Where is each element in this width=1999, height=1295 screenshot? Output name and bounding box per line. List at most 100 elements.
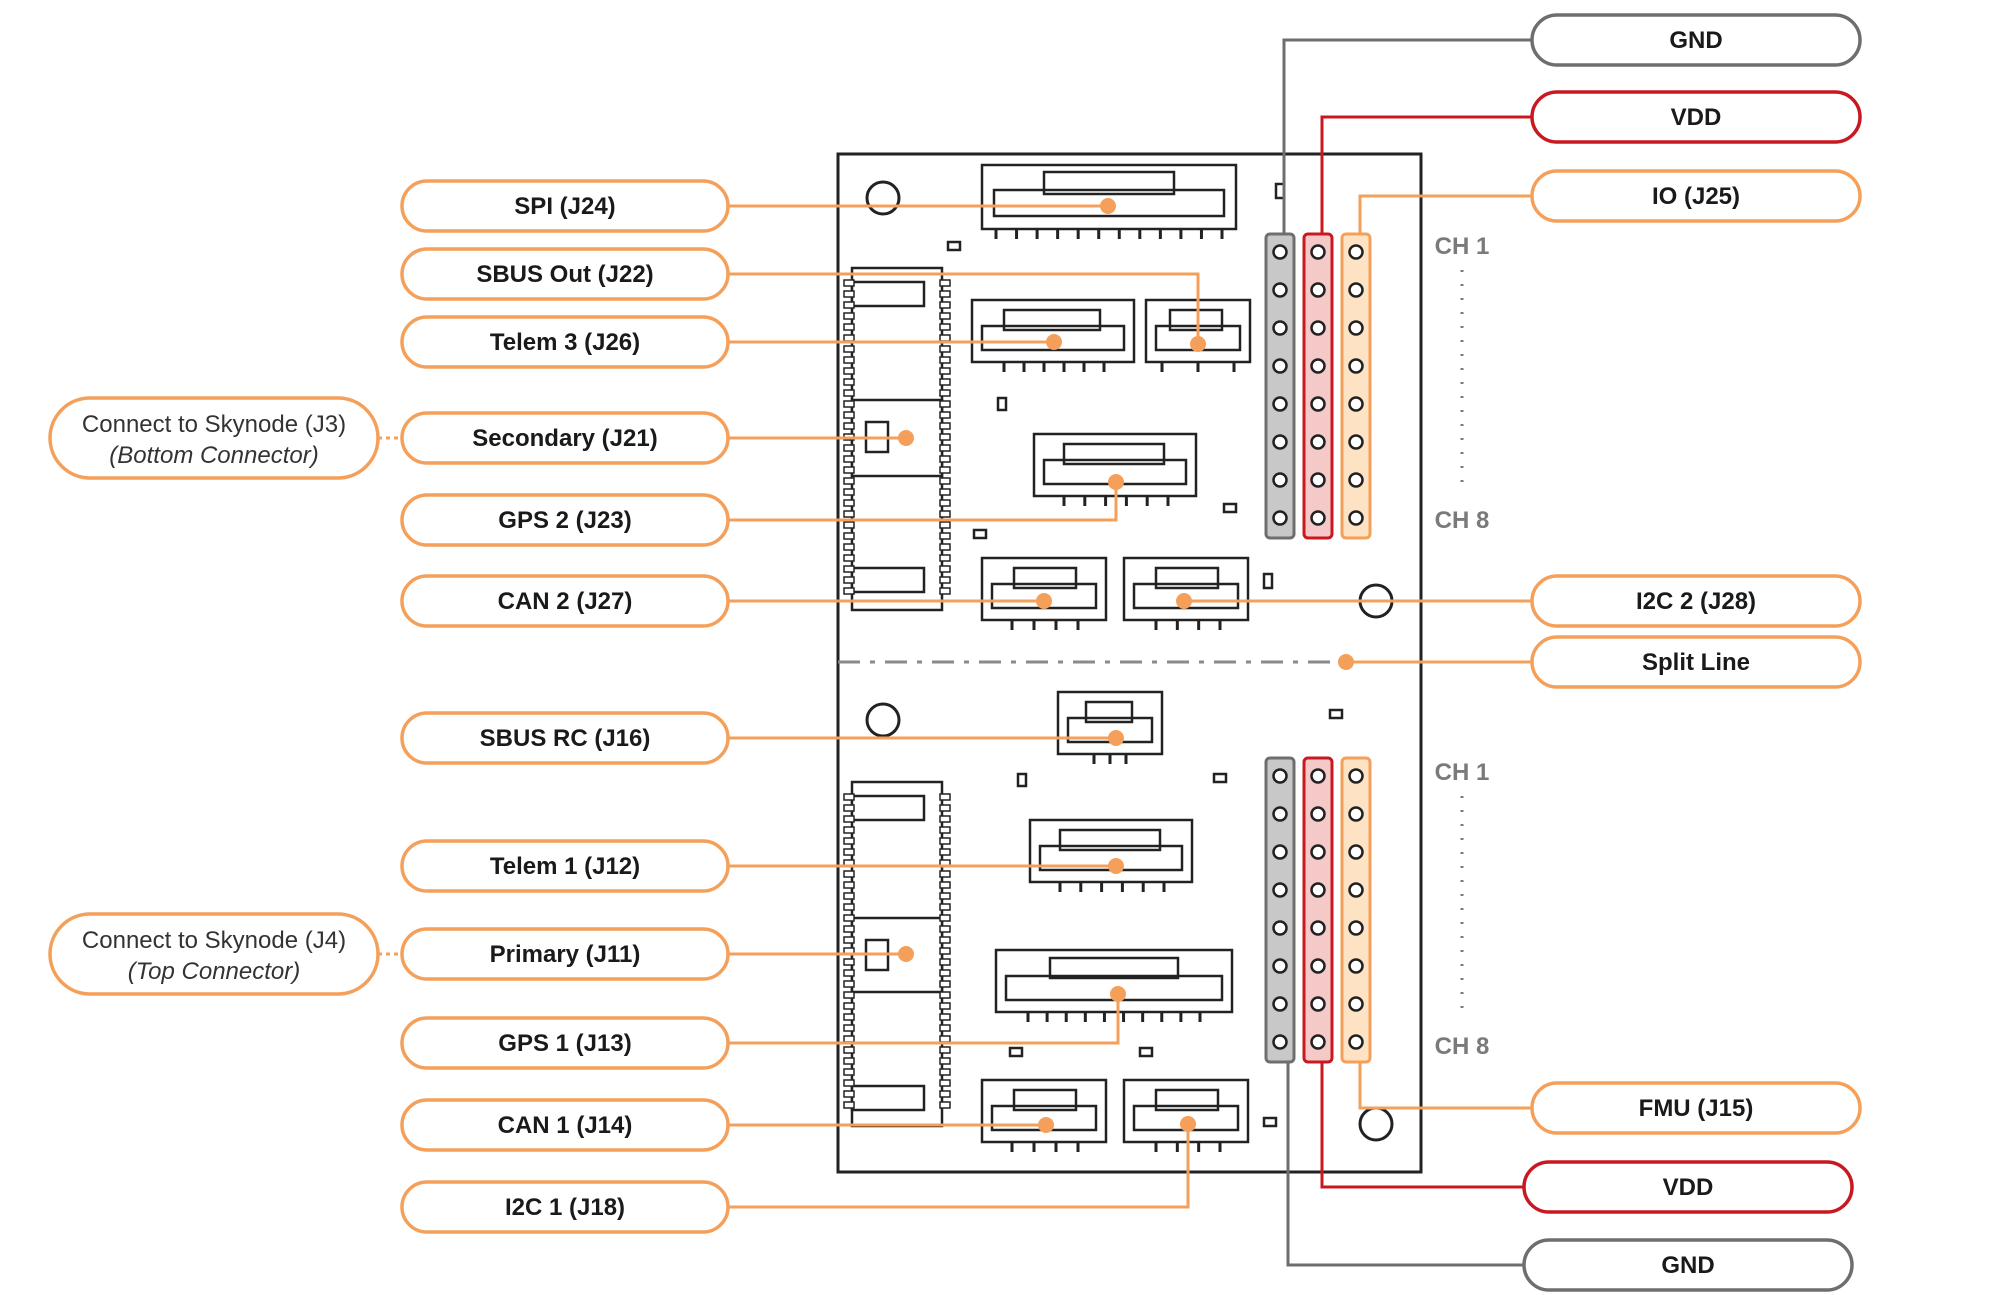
svg-text:I2C 1 (J18): I2C 1 (J18) [505, 1194, 625, 1221]
header-pin [1272, 358, 1288, 374]
connector-pin [939, 444, 951, 452]
connector-pin [843, 554, 855, 562]
mounting-hole-bottom-right [1358, 1106, 1394, 1142]
connector-j28 [1122, 556, 1250, 622]
header-pin [1348, 396, 1364, 412]
connector-pin [843, 1046, 855, 1054]
connector-pin [843, 991, 855, 999]
label-can1-j14: CAN 1 (J14) [400, 1098, 730, 1152]
svg-text:Connect to Skynode (J4): Connect to Skynode (J4) [82, 927, 346, 954]
connector-pin [843, 793, 855, 801]
connector-pin [939, 826, 951, 834]
header-pin [1310, 320, 1326, 336]
leader-gnd-top [1282, 38, 1532, 234]
svg-text:SPI (J24): SPI (J24) [514, 193, 615, 220]
label-gps1-j13: GPS 1 (J13) [400, 1016, 730, 1070]
connector-pin [843, 1057, 855, 1065]
header-pin [1310, 768, 1326, 784]
connector-pin [939, 870, 951, 878]
connector-pin [939, 848, 951, 856]
connector-pin [939, 1013, 951, 1021]
connector-pin [843, 521, 855, 529]
connector-pin [939, 532, 951, 540]
label-vdd-top: VDD [1530, 90, 1862, 144]
connector-j16 [1056, 690, 1164, 756]
label-gnd-top: GND [1530, 13, 1862, 67]
svg-text:Primary (J11): Primary (J11) [490, 941, 641, 968]
connector-pin [939, 290, 951, 298]
gnd-strip-bottom [1264, 756, 1296, 1064]
svg-text:GPS 2 (J23): GPS 2 (J23) [498, 507, 631, 534]
mounting-hole-top-left [865, 180, 901, 216]
connector-pin [843, 1090, 855, 1098]
connector-pin [843, 881, 855, 889]
ch-first-bottom: CH 1 [1435, 759, 1490, 786]
connector-pin [939, 389, 951, 397]
connector-pin [843, 477, 855, 485]
header-pin [1272, 1034, 1288, 1050]
connector-pin [939, 1002, 951, 1010]
connector-pin [939, 576, 951, 584]
svg-text:CAN 1 (J14): CAN 1 (J14) [498, 1112, 633, 1139]
connector-j18 [1122, 1078, 1250, 1144]
io-strip-top [1340, 232, 1372, 540]
connector-pin [843, 1079, 855, 1087]
side-note-j4: Connect to Skynode (J4) (Top Connector) [48, 912, 380, 996]
left-labels: SPI (J24) SBUS Out (J22) Telem 3 (J26) S… [400, 179, 730, 1234]
label-sbus-out-j22: SBUS Out (J22) [400, 247, 730, 301]
header-pin [1348, 920, 1364, 936]
connector-pin [939, 1024, 951, 1032]
side-note-j3: Connect to Skynode (J3) (Bottom Connecto… [48, 396, 380, 480]
header-pin [1310, 510, 1326, 526]
header-pin [1310, 1034, 1326, 1050]
header-pin [1348, 282, 1364, 298]
connector-pin [843, 980, 855, 988]
connector-pin [939, 969, 951, 977]
connector-pin [843, 367, 855, 375]
header-pin [1348, 472, 1364, 488]
connector-pin [939, 466, 951, 474]
connector-pin [939, 543, 951, 551]
svg-text:Secondary (J21): Secondary (J21) [472, 425, 657, 452]
label-gnd-bottom: GND [1522, 1238, 1854, 1292]
header-pin [1348, 996, 1364, 1012]
mounting-hole-mid-left [865, 702, 901, 738]
connector-pin [939, 312, 951, 320]
header-pin [1348, 320, 1364, 336]
connector-pin [843, 1002, 855, 1010]
connector-pin [843, 400, 855, 408]
connector-pin [843, 290, 855, 298]
connector-pin [939, 323, 951, 331]
label-sbus-rc-j16: SBUS RC (J16) [400, 711, 730, 765]
circuit-board [836, 152, 1423, 1174]
connector-pin [939, 936, 951, 944]
connector-pin [939, 837, 951, 845]
label-i2c2-j28: I2C 2 (J28) [1530, 574, 1862, 628]
header-pin [1310, 806, 1326, 822]
connector-pin [939, 991, 951, 999]
connector-pin [843, 870, 855, 878]
label-gps2-j23: GPS 2 (J23) [400, 493, 730, 547]
connector-pin [939, 521, 951, 529]
connector-pin [843, 356, 855, 364]
connector-pin [939, 892, 951, 900]
connector-pin [939, 958, 951, 966]
connector-pin [843, 914, 855, 922]
header-pin [1348, 806, 1364, 822]
header-pin [1272, 434, 1288, 450]
connector-j12 [1028, 818, 1194, 884]
header-pin [1272, 958, 1288, 974]
header-pin [1272, 768, 1288, 784]
connector-pin [843, 411, 855, 419]
label-io-j25: IO (J25) [1530, 169, 1862, 223]
header-pin [1348, 958, 1364, 974]
header-pin [1310, 396, 1326, 412]
vdd-strip-top [1302, 232, 1334, 540]
header-pin [1310, 882, 1326, 898]
leader-lines [378, 38, 1532, 1267]
connector-pin [939, 1090, 951, 1098]
svg-text:CAN 2 (J27): CAN 2 (J27) [498, 588, 633, 615]
connector-pin [843, 345, 855, 353]
header-pin [1348, 844, 1364, 860]
leader-io [1358, 194, 1532, 234]
